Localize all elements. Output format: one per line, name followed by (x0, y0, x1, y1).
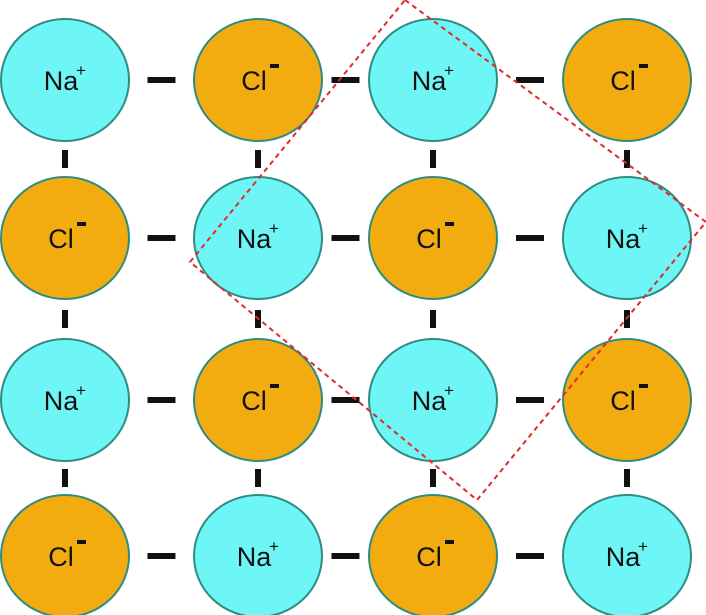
ionic-bond-horizontal (516, 553, 544, 559)
anion-ion-circle (193, 18, 323, 142)
anion-symbol: Cl (48, 542, 74, 572)
cation-charge: + (444, 61, 454, 80)
ionic-bond-vertical (624, 469, 630, 487)
cation-symbol: Na (412, 386, 447, 416)
cation-symbol: Na (237, 542, 272, 572)
anion-ion-circle (0, 494, 130, 615)
anion-symbol: Cl (241, 386, 267, 416)
anion-ion-circle (0, 176, 130, 300)
anion-ion-circle (562, 338, 692, 462)
anion-charge (445, 540, 454, 544)
cation-symbol: Na (606, 224, 641, 254)
anion-ion-circle (368, 494, 498, 615)
anion-symbol: Cl (241, 66, 267, 96)
anion-symbol: Cl (610, 386, 636, 416)
cation-charge: + (269, 219, 279, 238)
ionic-bond-vertical (62, 469, 68, 487)
ionic-bond-horizontal (331, 235, 360, 241)
anion-ion: Cl (193, 18, 323, 142)
cation-charge: + (76, 381, 86, 400)
anion-ion: Cl (562, 18, 692, 142)
cation-ion-circle (562, 494, 692, 615)
ionic-bond-horizontal (516, 235, 544, 241)
anion-symbol: Cl (48, 224, 74, 254)
ionic-bond-vertical (62, 150, 68, 168)
cation-charge: + (638, 537, 648, 556)
ionic-bond-horizontal (331, 397, 360, 403)
cation-ion-circle (0, 338, 130, 462)
ionic-bond-vertical (255, 150, 261, 168)
anion-ion: Cl (368, 494, 498, 615)
cation-ion: Na+ (193, 494, 323, 615)
ionic-bond-vertical (62, 310, 68, 328)
ionic-bond-vertical (255, 469, 261, 487)
ionic-bond-horizontal (516, 397, 544, 403)
anion-ion: Cl (193, 338, 323, 462)
cation-symbol: Na (44, 386, 79, 416)
cation-charge: + (638, 219, 648, 238)
anion-ion: Cl (0, 494, 130, 615)
anion-ion: Cl (0, 176, 130, 300)
anion-symbol: Cl (416, 224, 442, 254)
cation-ion: Na+ (368, 338, 498, 462)
anion-ion-circle (562, 18, 692, 142)
anion-charge (639, 64, 648, 68)
cation-ion-circle (562, 176, 692, 300)
cation-symbol: Na (606, 542, 641, 572)
ionic-bond-vertical (430, 150, 436, 168)
anion-symbol: Cl (610, 66, 636, 96)
ionic-bond-horizontal (147, 77, 176, 83)
anion-ion-circle (193, 338, 323, 462)
cation-symbol: Na (44, 66, 79, 96)
anion-charge (77, 222, 86, 226)
cation-ion: Na+ (0, 18, 130, 142)
cation-ion: Na+ (0, 338, 130, 462)
anion-charge (270, 384, 279, 388)
ionic-bond-horizontal (147, 553, 176, 559)
ionic-bond-vertical (430, 469, 436, 487)
cation-ion: Na+ (562, 494, 692, 615)
anion-ion: Cl (562, 338, 692, 462)
anion-ion-circle (368, 176, 498, 300)
cation-ion-circle (193, 494, 323, 615)
cation-ion-circle (368, 18, 498, 142)
ionic-bond-horizontal (331, 553, 360, 559)
cation-ion-circle (0, 18, 130, 142)
anion-charge (445, 222, 454, 226)
cation-symbol: Na (237, 224, 272, 254)
cation-charge: + (269, 537, 279, 556)
cation-symbol: Na (412, 66, 447, 96)
cation-ion-circle (368, 338, 498, 462)
cation-ion: Na+ (368, 18, 498, 142)
anion-charge (639, 384, 648, 388)
anion-ion: Cl (368, 176, 498, 300)
anion-symbol: Cl (416, 542, 442, 572)
anion-charge (270, 64, 279, 68)
ionic-bond-horizontal (147, 235, 176, 241)
ionic-bond-vertical (624, 150, 630, 168)
anion-charge (77, 540, 86, 544)
ionic-bond-horizontal (331, 77, 360, 83)
cation-ion-circle (193, 176, 323, 300)
ionic-bond-horizontal (516, 77, 544, 83)
cation-ion: Na+ (193, 176, 323, 300)
cation-charge: + (76, 61, 86, 80)
ionic-bond-horizontal (147, 397, 176, 403)
cation-charge: + (444, 381, 454, 400)
ionic-bond-vertical (430, 310, 436, 328)
bond-layer (62, 77, 630, 559)
cation-ion: Na+ (562, 176, 692, 300)
